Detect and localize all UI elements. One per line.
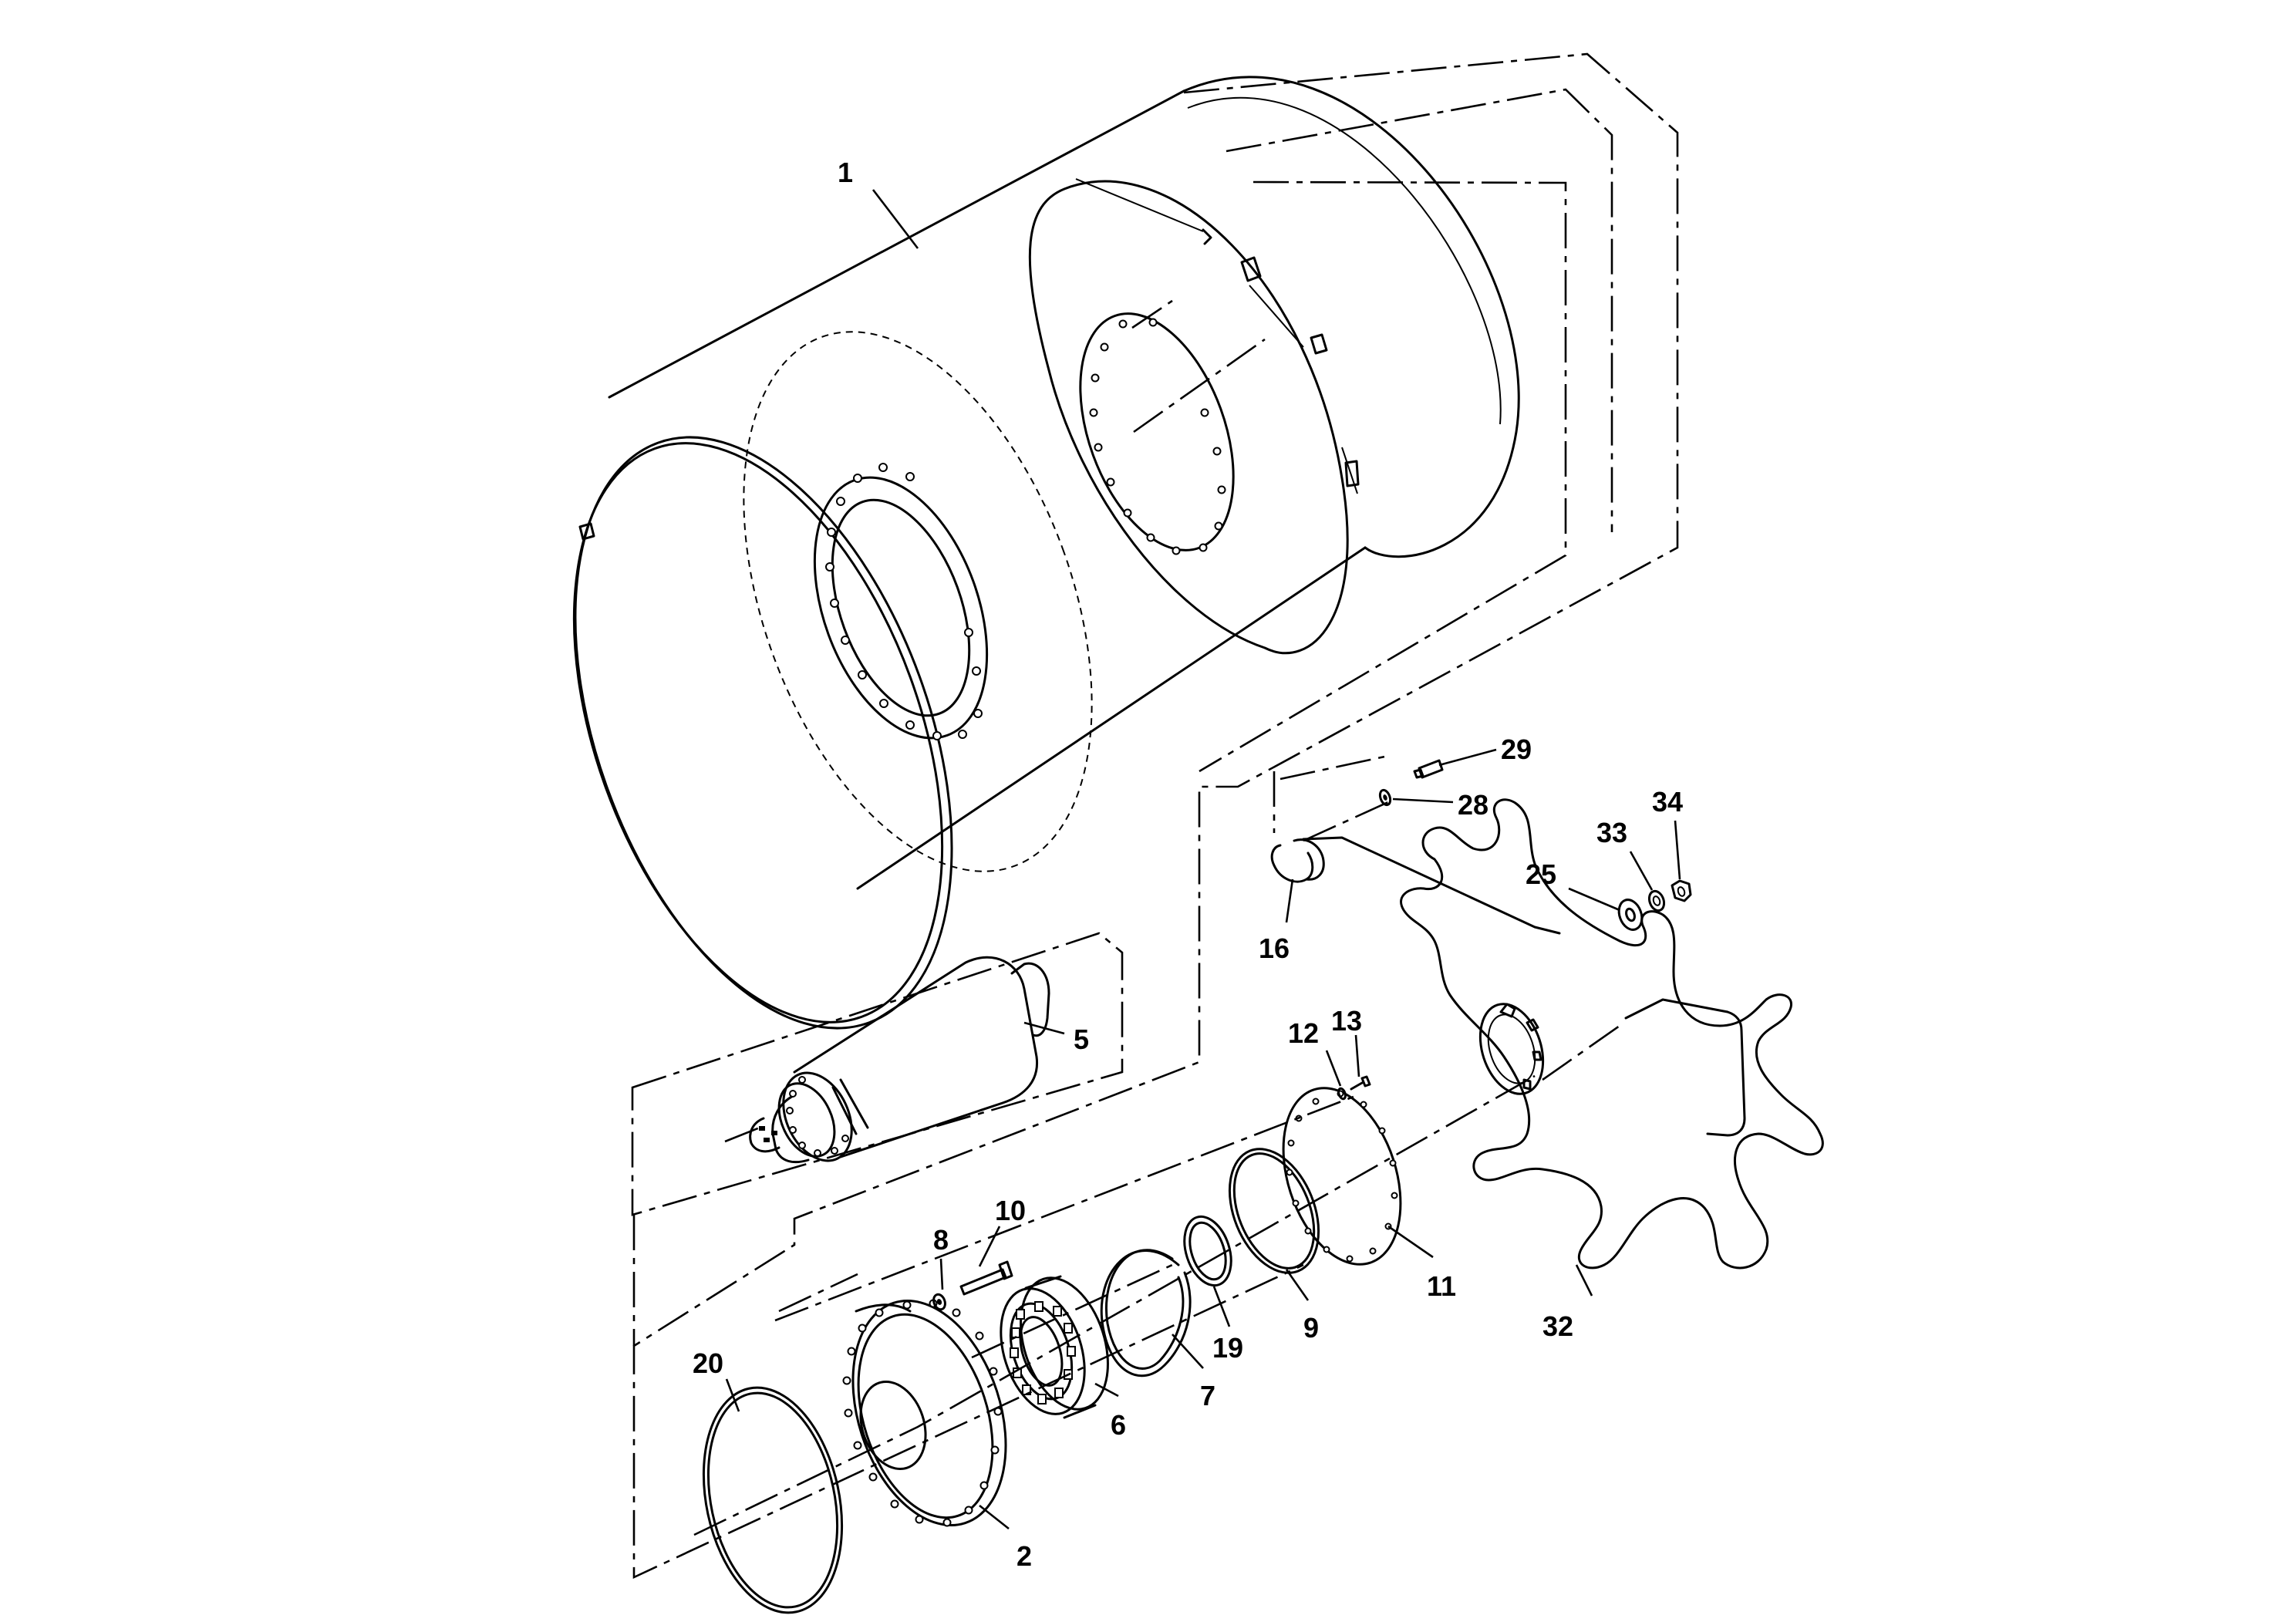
- leader-lines: [725, 189, 1681, 1530]
- callout-25: 25: [1526, 858, 1556, 890]
- callout-2: 2: [1017, 1540, 1032, 1572]
- callout-11: 11: [1427, 1270, 1456, 1302]
- callout-20: 20: [693, 1347, 723, 1379]
- callout-28: 28: [1458, 789, 1489, 821]
- callout-labels: 1 2 5 6 7 8 9 10 11 12 13 16 19 20 25 28…: [693, 157, 1683, 1572]
- o-ring-part-9: [1228, 1148, 1320, 1274]
- spider-plate-part-32: [1400, 798, 1824, 1270]
- callout-19: 19: [1212, 1332, 1243, 1364]
- drive-motor-part-5: [749, 956, 1050, 1164]
- callout-34: 34: [1652, 786, 1683, 818]
- front-disc-bolt-holes: [825, 463, 983, 740]
- rear-disc-bolt-holes: [1089, 318, 1226, 555]
- snap-ring-part-19: [1183, 1215, 1232, 1287]
- fasteners: [932, 759, 1692, 1311]
- o-ring-part-20: [702, 1386, 844, 1614]
- callout-13: 13: [1331, 1005, 1362, 1037]
- callout-8: 8: [933, 1224, 949, 1256]
- callout-12: 12: [1288, 1017, 1319, 1049]
- callout-29: 29: [1501, 733, 1532, 765]
- drum-shell-part-1: [572, 76, 1520, 1030]
- callout-5: 5: [1074, 1023, 1089, 1055]
- motor-flange-bolts: [786, 1076, 849, 1157]
- flange-housing-part-2: [842, 1299, 1007, 1527]
- bracket-part-16: [1270, 836, 1561, 935]
- rear-support-disc: [1028, 178, 1360, 655]
- bearing-part-6: [1000, 1275, 1109, 1419]
- flange-bolt-holes: [842, 1299, 1003, 1527]
- callout-16: 16: [1259, 932, 1290, 964]
- callout-10: 10: [995, 1195, 1026, 1226]
- assembly-phantom-lines: [631, 52, 1679, 1580]
- front-end-disc: [743, 331, 1093, 872]
- callout-33: 33: [1596, 817, 1627, 848]
- callout-32: 32: [1542, 1310, 1573, 1342]
- cover-plate-part-11: [1282, 1087, 1402, 1266]
- cover-plate-bolt-holes: [1286, 1090, 1398, 1263]
- callout-7: 7: [1200, 1380, 1215, 1411]
- callout-1: 1: [838, 157, 853, 188]
- callout-9: 9: [1303, 1312, 1319, 1344]
- snap-ring-part-7: [1100, 1249, 1192, 1378]
- callout-6: 6: [1111, 1409, 1126, 1441]
